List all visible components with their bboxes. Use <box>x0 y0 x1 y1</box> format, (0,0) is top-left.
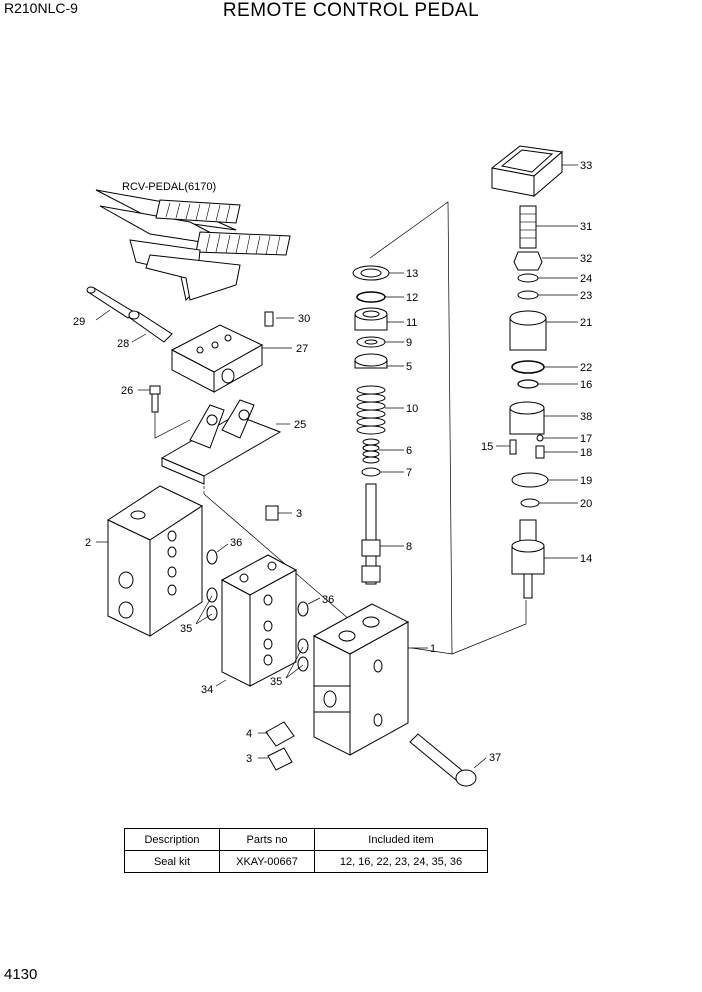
bolt-26 <box>149 385 161 413</box>
callout-36-left: 36 <box>230 537 242 549</box>
callout-32: 32 <box>580 253 592 265</box>
callout-35-right: 35 <box>270 676 282 688</box>
callout-38: 38 <box>580 411 592 423</box>
page-title: REMOTE CONTROL PEDAL <box>222 0 480 21</box>
orings-left <box>206 549 309 672</box>
callout-27: 27 <box>296 343 308 355</box>
callout-18: 18 <box>580 447 592 459</box>
setscrew-30 <box>264 311 274 327</box>
plug-3-lower <box>267 747 293 771</box>
callout-22: 22 <box>580 362 592 374</box>
callout-3-lower: 3 <box>246 753 252 765</box>
cell-description: Seal kit <box>124 850 220 873</box>
callout-12: 12 <box>406 292 418 304</box>
table-row: Seal kit XKAY-00667 12, 16, 22, 23, 24, … <box>124 850 488 873</box>
pin-28 <box>128 310 173 343</box>
callout-14: 14 <box>580 553 592 565</box>
cam-27 <box>170 324 264 393</box>
seal-kit-table: Description Parts no Included item Seal … <box>124 828 488 873</box>
callout-3-upper: 3 <box>296 508 302 520</box>
callout-23: 23 <box>580 290 592 302</box>
callout-13: 13 <box>406 268 418 280</box>
callout-1: 1 <box>430 643 436 655</box>
callout-4: 4 <box>246 728 252 740</box>
callout-29: 29 <box>73 316 85 328</box>
plate-34 <box>220 554 298 687</box>
cell-parts-no: XKAY-00667 <box>219 850 315 873</box>
callout-6: 6 <box>406 445 412 457</box>
cell-included-item: 12, 16, 22, 23, 24, 35, 36 <box>314 850 488 873</box>
callout-35-left: 35 <box>180 623 192 635</box>
callout-30: 30 <box>298 313 310 325</box>
callout-25: 25 <box>294 419 306 431</box>
callout-34: 34 <box>201 684 213 696</box>
assembly-label: RCV-PEDAL(6170) <box>122 181 216 193</box>
callout-33: 33 <box>580 160 592 172</box>
callout-31: 31 <box>580 221 592 233</box>
body-2 <box>106 485 204 637</box>
callout-20: 20 <box>580 498 592 510</box>
page-number: 4130 <box>4 966 38 983</box>
callout-8: 8 <box>406 541 412 553</box>
right-stack <box>490 145 564 599</box>
callout-7: 7 <box>406 467 412 479</box>
center-stack <box>352 265 390 585</box>
callout-16: 16 <box>580 379 592 391</box>
callout-37: 37 <box>489 752 501 764</box>
pin-29 <box>86 286 135 319</box>
callout-36-right: 36 <box>322 594 334 606</box>
plug-3-upper <box>265 505 279 521</box>
column-header-parts-no: Parts no <box>219 828 315 851</box>
bolt-37 <box>409 733 477 787</box>
plug-4 <box>265 721 295 747</box>
callout-19: 19 <box>580 475 592 487</box>
callout-10: 10 <box>406 403 418 415</box>
body-1 <box>312 603 410 756</box>
callout-26: 26 <box>121 385 133 397</box>
model-number: R210NLC-9 <box>4 0 78 16</box>
callout-11: 11 <box>406 317 417 329</box>
callout-9: 9 <box>406 337 412 349</box>
callout-17: 17 <box>580 433 592 445</box>
column-header-included-item: Included item <box>314 828 488 851</box>
pedal-assembly <box>95 189 291 302</box>
callout-5: 5 <box>406 361 412 373</box>
callout-2: 2 <box>85 537 91 549</box>
column-header-description: Description <box>124 828 220 851</box>
callout-24: 24 <box>580 273 592 285</box>
callout-21: 21 <box>580 317 592 329</box>
callout-28: 28 <box>117 338 129 350</box>
table-header-row: Description Parts no Included item <box>124 828 488 851</box>
callout-15: 15 <box>481 441 493 453</box>
bracket-25 <box>160 399 282 485</box>
